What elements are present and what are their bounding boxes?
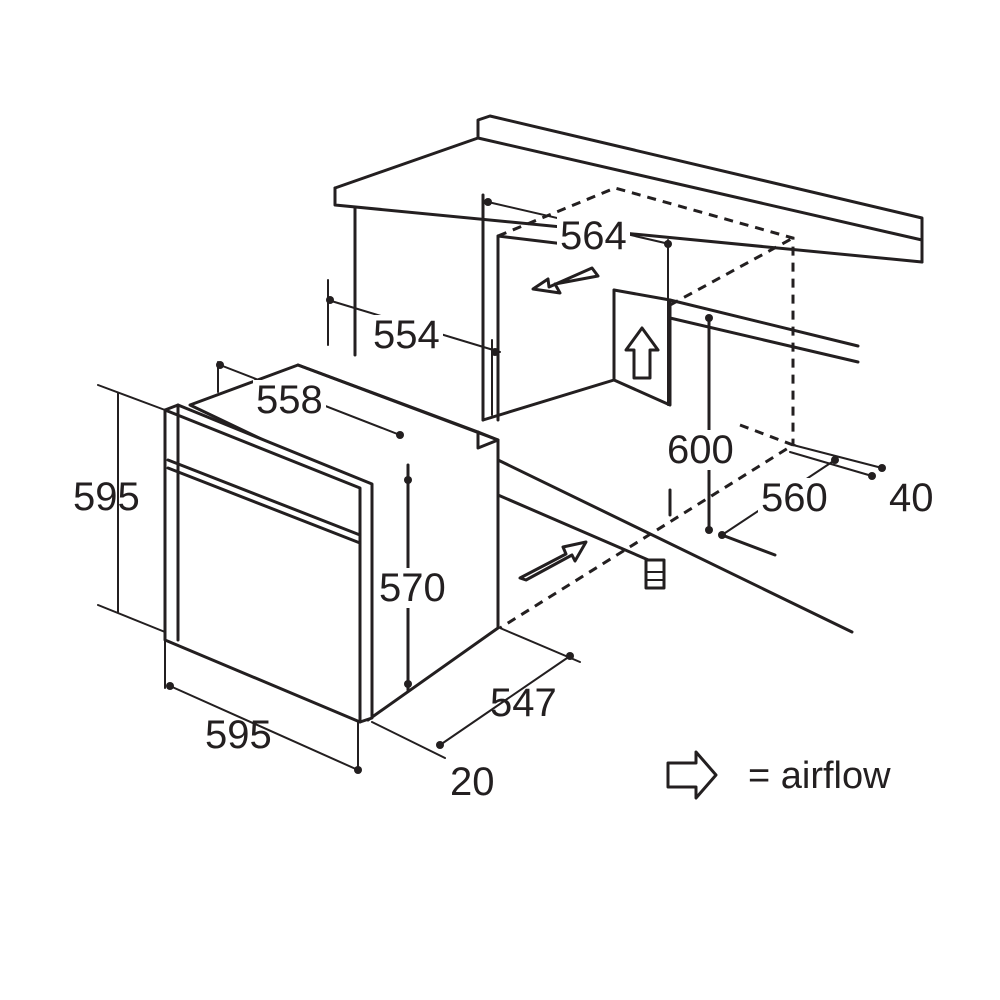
dim-570-label: 570 [376,568,449,608]
airflow-in-arrow-icon [518,540,588,582]
dim-554-label: 554 [370,315,443,355]
dim-560-label: 560 [758,478,831,518]
dim-558-label: 558 [253,380,326,420]
airflow-arrows [518,266,660,582]
dim-595-height-label: 595 [73,475,140,519]
cabinet-niche [481,186,860,634]
airflow-out-arrow-icon [531,266,600,295]
countertop [333,114,924,357]
dim-595-width-label: 595 [205,713,272,757]
dimension-lines [97,198,886,774]
airflow-up-arrow-icon [624,326,660,380]
dim-547-label: 547 [490,681,557,725]
oven [163,363,500,724]
dim-564-label: 564 [557,216,630,256]
legend-text: = airflow [748,755,891,797]
dim-40-label: 40 [889,476,934,520]
legend-airflow-icon [666,750,718,800]
dim-20-label: 20 [450,760,495,804]
dim-600-label: 600 [664,430,737,470]
